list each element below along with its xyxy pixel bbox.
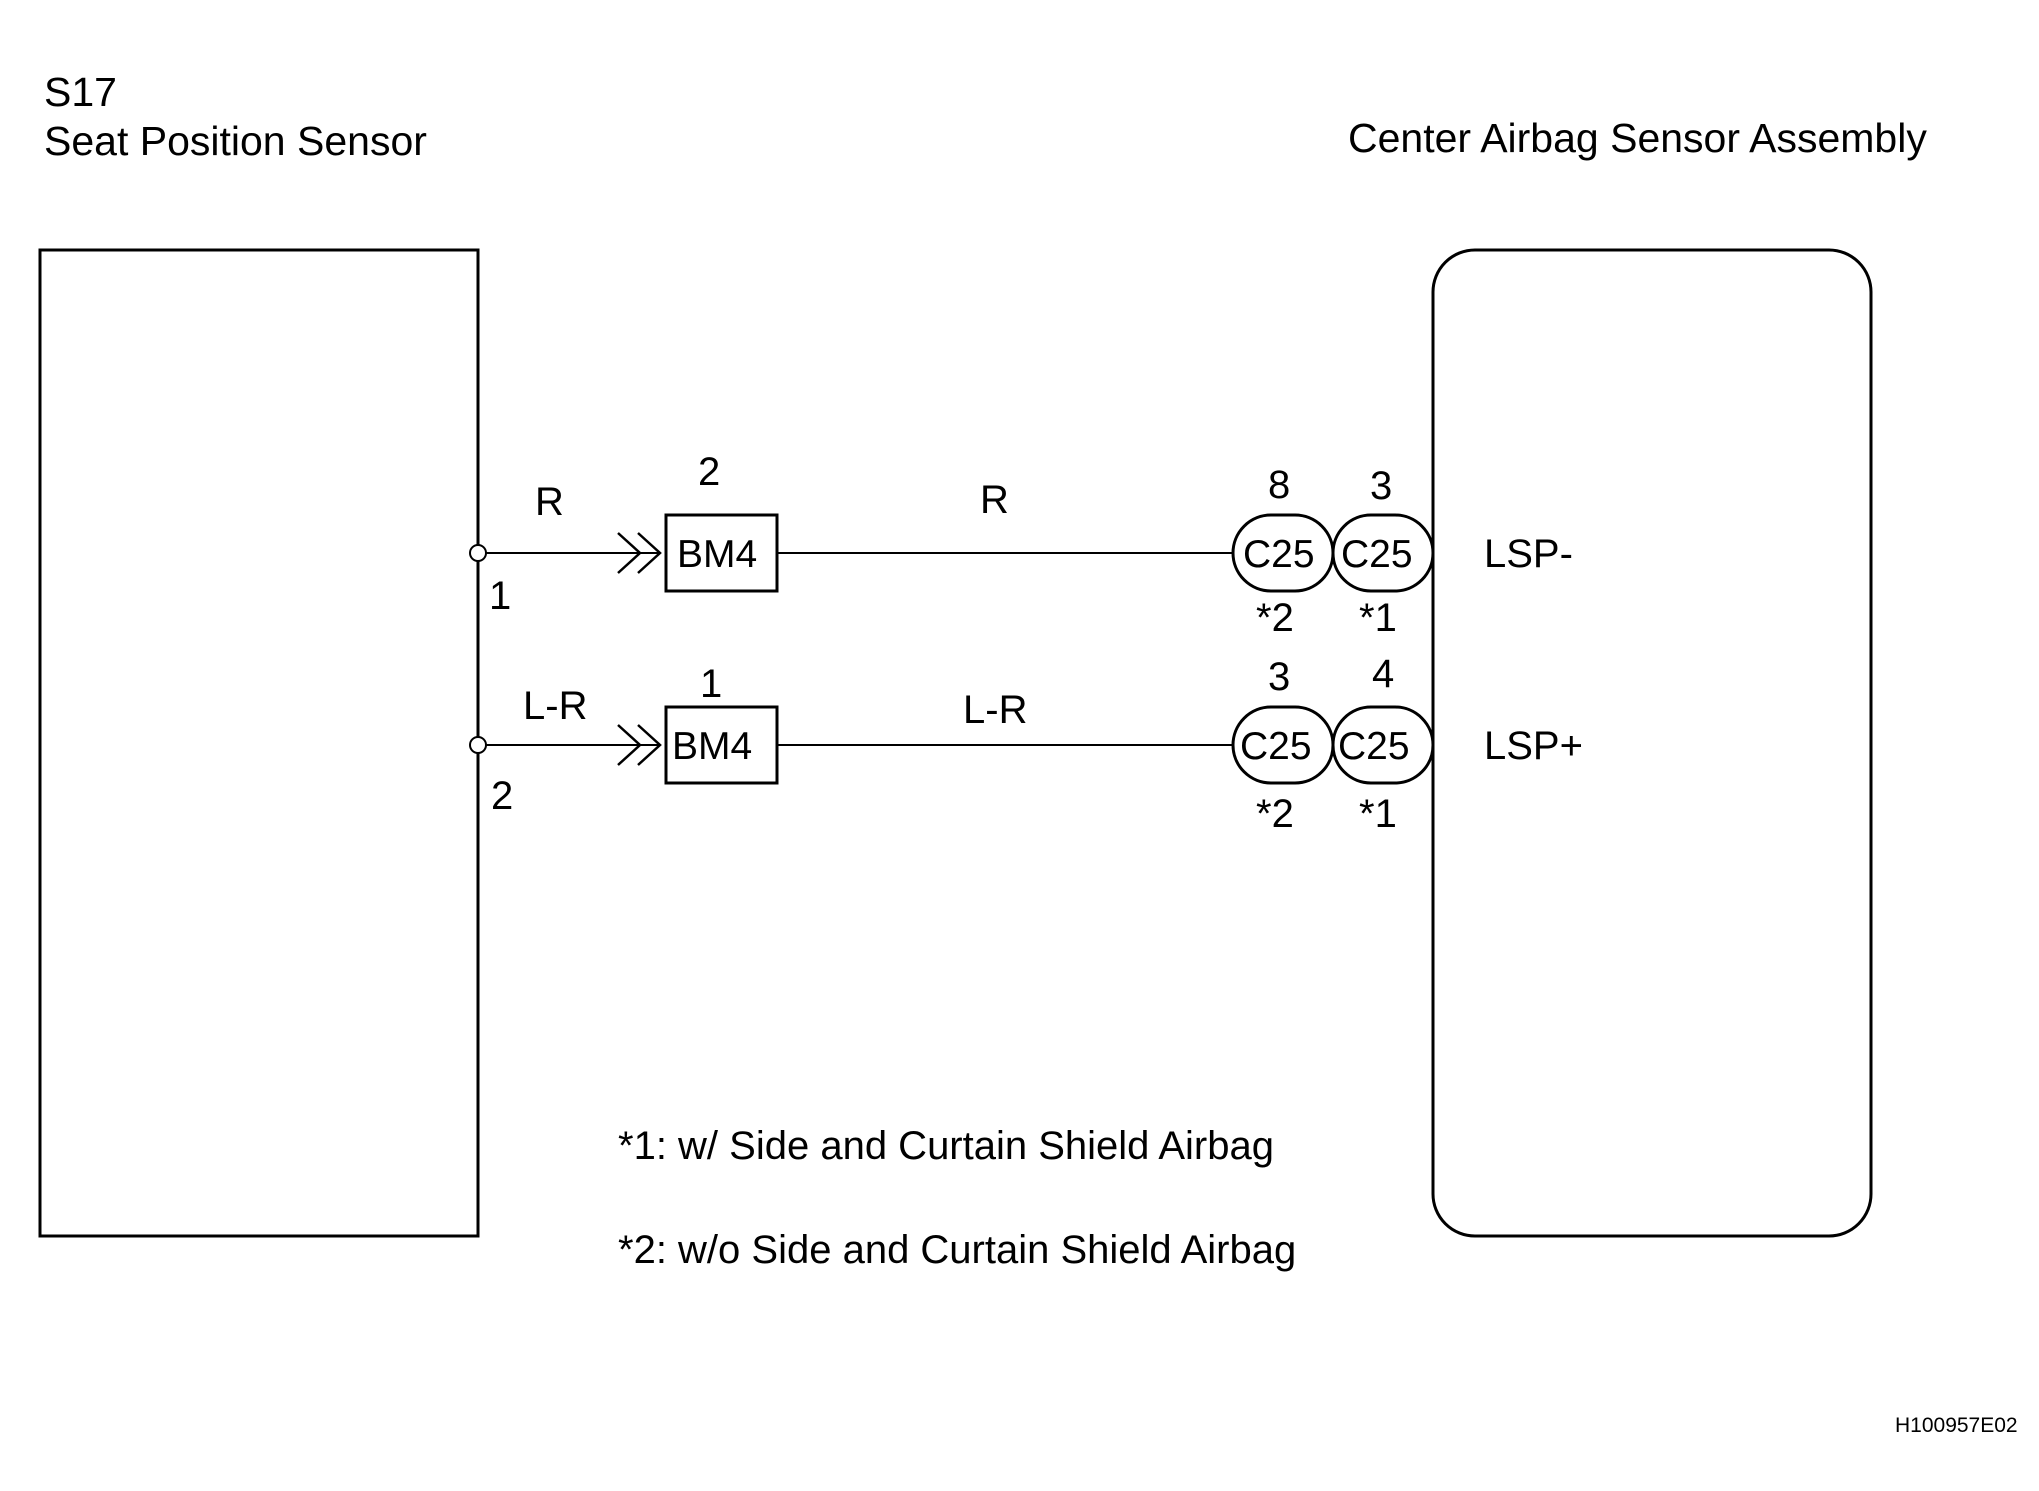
wire-1-arrow-inner	[637, 532, 662, 574]
junction-bm4-pin-2-label: BM4	[677, 533, 758, 576]
left-component-code: S17	[44, 69, 117, 115]
connector-c25-pin-4-note: *1	[1359, 792, 1397, 836]
connector-c25-lower-pin-b-number: 4	[1372, 652, 1395, 696]
footnote-2: *2: w/o Side and Curtain Shield Airbag	[618, 1228, 1297, 1272]
connector-c25-pin-3-note: *1	[1359, 596, 1397, 640]
footnote-1: *1: w/ Side and Curtain Shield Airbag	[618, 1124, 1274, 1168]
figure-id: H100957E02	[1895, 1414, 2018, 1437]
junction-bm4-pin-1-number: 1	[700, 662, 723, 706]
wire-2-arrow-inner	[637, 724, 662, 766]
junction-bm4-pin-2-box	[664, 513, 779, 593]
junction-bm4-pin-2-number: 2	[698, 450, 721, 494]
wire-1-color-label: R	[535, 480, 564, 524]
wire-1	[469, 513, 1435, 593]
pin-1-terminal	[469, 544, 487, 562]
left-component-name: Seat Position Sensor	[44, 118, 427, 164]
connector-c25-upper-pin-a-number: 8	[1268, 463, 1291, 507]
terminal-lsp-minus: LSP-	[1484, 532, 1573, 576]
connector-c25-upper-pin-b-number: 3	[1370, 464, 1393, 508]
wire-2-color-label-after-junction: L-R	[963, 688, 1028, 732]
connector-c25-pin-4-shape	[1331, 705, 1435, 785]
right-component-name: Center Airbag Sensor Assembly	[1348, 115, 1927, 161]
connector-c25-pin-3-label: C25	[1341, 533, 1413, 576]
connector-c25-pin-4-label: C25	[1338, 725, 1410, 768]
junction-bm4-pin-1-label: BM4	[672, 725, 753, 768]
pin-2-terminal	[469, 736, 487, 754]
junction-bm4-pin-1-box	[664, 705, 779, 785]
pin-1-number: 1	[489, 574, 512, 618]
wire-2-arrow-outer	[617, 724, 642, 766]
wire-2-color-label: L-R	[523, 684, 588, 728]
connector-c25-pin-8-label: C25	[1243, 533, 1315, 576]
connector-c25-pin-3-shape	[1331, 513, 1435, 593]
wire-2	[469, 705, 1435, 785]
pin-2-number: 2	[491, 774, 514, 818]
connector-c25-pin-8-note: *2	[1256, 596, 1294, 640]
wire-1-arrow-outer	[617, 532, 642, 574]
connector-c25-lower-pin-3-label: C25	[1240, 725, 1312, 768]
connector-c25-lower-pin-3-note: *2	[1256, 792, 1294, 836]
seat-position-sensor-box	[38, 248, 480, 1238]
connector-c25-lower-pin-a-number: 3	[1268, 655, 1291, 699]
terminal-lsp-plus: LSP+	[1484, 724, 1583, 768]
wire-1-color-label-after-junction: R	[980, 478, 1009, 522]
